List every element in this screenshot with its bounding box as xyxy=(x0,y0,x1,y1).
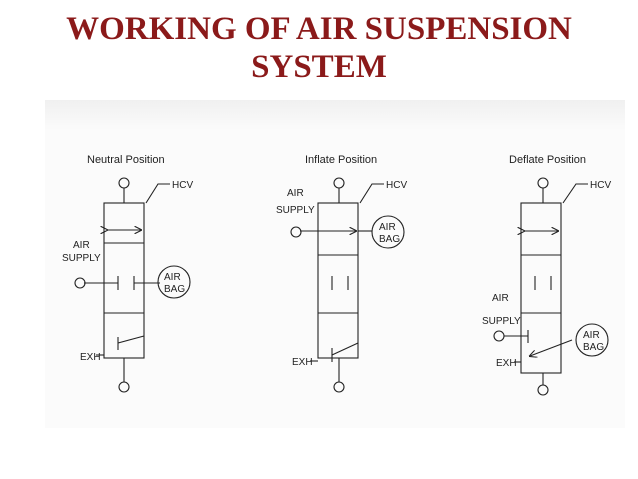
diagram-panel-top-shade xyxy=(45,100,625,130)
slide-title-line2: SYSTEM xyxy=(251,49,387,85)
inflate-valve-body xyxy=(317,202,359,359)
neutral-bottom-port xyxy=(118,381,130,393)
inflate-position-diagram: Inflate Position HCV AIR SUPPLY AIR BAG … xyxy=(276,154,407,393)
inflate-bag-air-label: AIR xyxy=(379,222,396,233)
neutral-top-port xyxy=(118,177,130,189)
inflate-caption: Inflate Position xyxy=(305,154,377,166)
deflate-bottom-port xyxy=(537,384,549,396)
inflate-supply-label: SUPPLY xyxy=(276,205,315,216)
deflate-supply-label: SUPPLY xyxy=(482,316,521,327)
neutral-hcv-label: HCV xyxy=(172,180,193,191)
deflate-caption: Deflate Position xyxy=(509,154,586,166)
deflate-bag-label: BAG xyxy=(583,342,604,353)
neutral-valve-body xyxy=(103,202,145,359)
deflate-hcv-label: HCV xyxy=(590,180,611,191)
deflate-air-bag xyxy=(575,323,609,357)
inflate-bag-label: BAG xyxy=(379,234,400,245)
deflate-exh-label: EXH xyxy=(496,358,517,369)
diagram-panel xyxy=(45,103,625,428)
slide-title: WORKING OF AIR SUSPENSION SYSTEM xyxy=(0,10,638,86)
neutral-caption: Neutral Position xyxy=(87,154,165,166)
slide-title-line1: WORKING OF AIR SUSPENSION xyxy=(66,11,572,47)
inflate-hcv-label: HCV xyxy=(386,180,407,191)
inflate-top-port xyxy=(333,177,345,189)
deflate-valve-body xyxy=(520,202,562,374)
inflate-exh-label: EXH xyxy=(292,357,313,368)
deflate-top-port xyxy=(537,177,549,189)
inflate-air-bag xyxy=(371,215,405,249)
deflate-bag-air-label: AIR xyxy=(583,330,600,341)
inflate-air-label: AIR xyxy=(287,188,304,199)
inflate-bottom-port xyxy=(333,381,345,393)
deflate-position-diagram: Deflate Position HCV AIR SUPPLY AIR BAG … xyxy=(482,154,611,396)
neutral-exh-label: EXH xyxy=(80,352,101,363)
neutral-air-supply-port xyxy=(74,277,86,289)
neutral-bag-label: BAG xyxy=(164,284,185,295)
neutral-air-bag xyxy=(157,265,191,299)
neutral-position-diagram: Neutral Position HCV AIR SUPPLY AIR BAG … xyxy=(62,154,193,393)
neutral-supply-label: SUPPLY xyxy=(62,253,101,264)
deflate-air-label: AIR xyxy=(492,293,509,304)
neutral-air-label: AIR xyxy=(73,240,90,251)
deflate-air-supply-port xyxy=(493,330,505,342)
neutral-bag-air-label: AIR xyxy=(164,272,181,283)
inflate-air-supply-port xyxy=(290,226,302,238)
